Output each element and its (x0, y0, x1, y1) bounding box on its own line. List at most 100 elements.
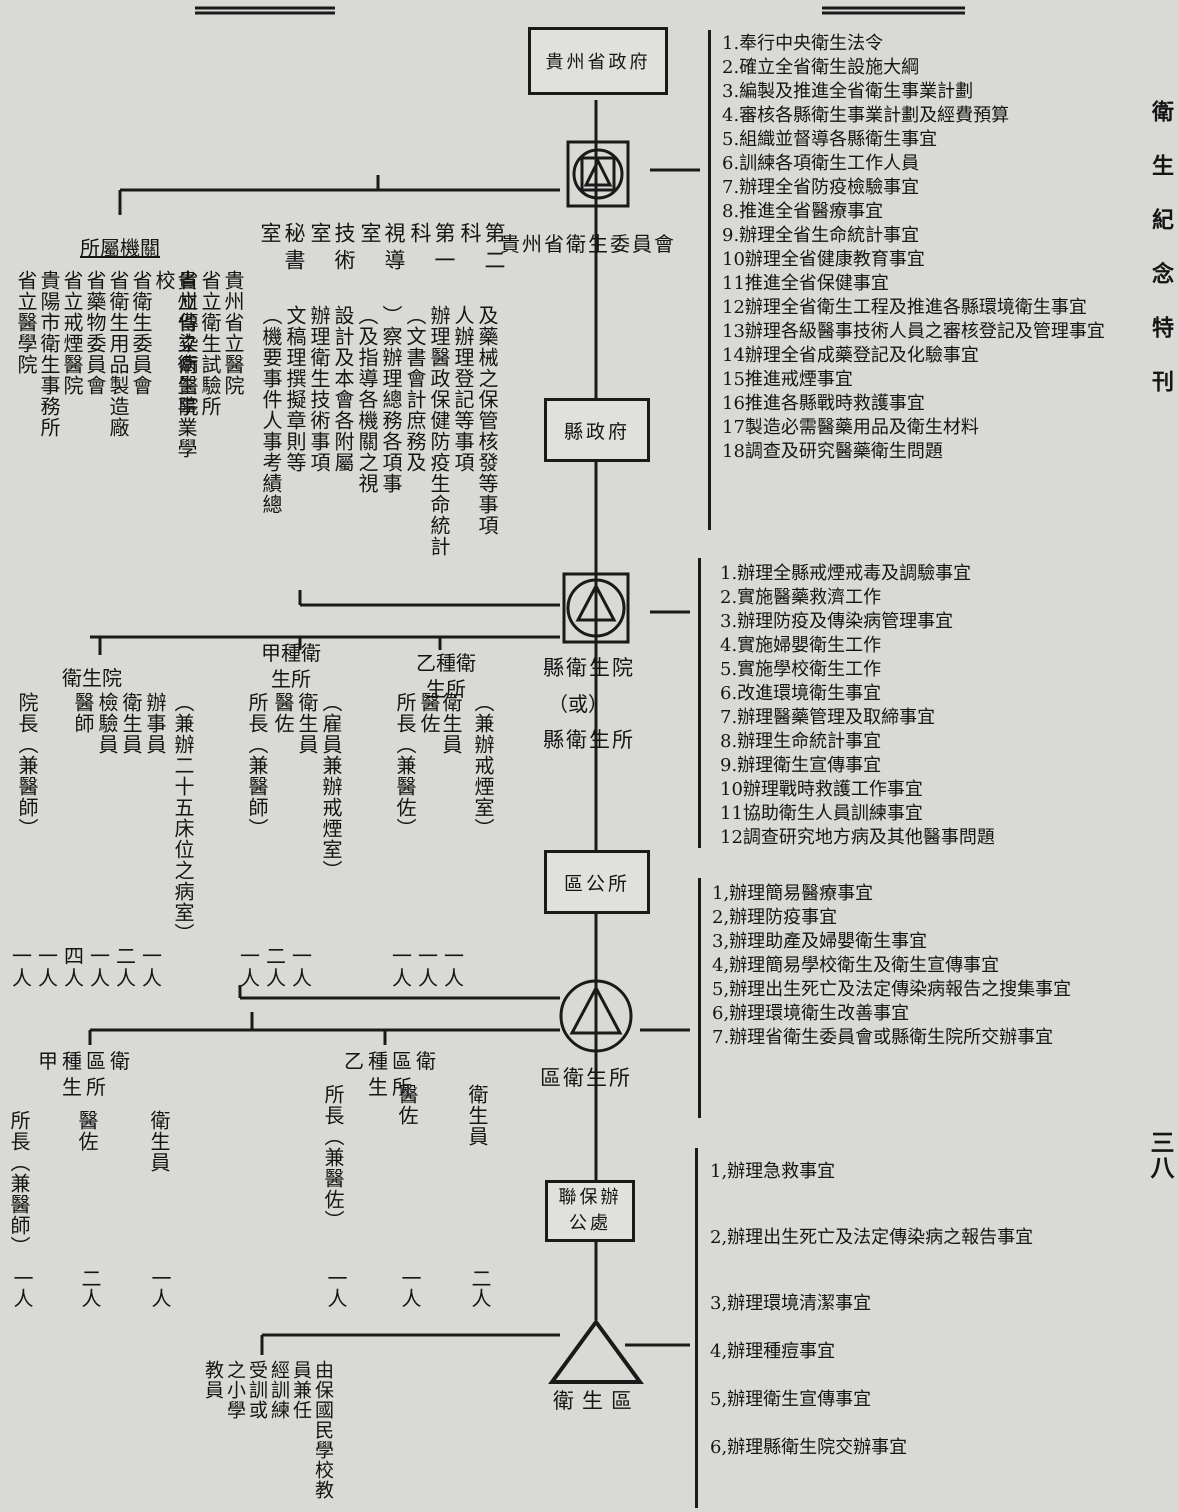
dept-duty-col: ）察辦理總務各項事 (379, 305, 403, 494)
staff-col: 所長（兼醫師） (245, 692, 269, 839)
duty-item: 4,辦理種痘事宜 (710, 1341, 836, 1362)
dept-duty-col: 辦理醫政保健防疫生命統計 (427, 305, 451, 557)
affiliated-col: 貴陽市衛生事務所 (37, 270, 61, 438)
duty-item: 7.辦理醫藥管理及取締事宜 (720, 707, 936, 728)
district-duties-list: 1,辦理簡易醫療事宜 2,辦理防疫事宜 3,辦理助產及婦嬰衛生事宜 4,辦理簡易… (712, 882, 1136, 1050)
dept-title: 秘書室 (258, 222, 306, 276)
district-class-a-title: 甲種區衛生所 (38, 1049, 134, 1099)
page-number: 三八 (1146, 1130, 1175, 1180)
duty-item: 11推進全省保健事宜 (722, 273, 889, 294)
staff-col: （兼辦二十五床位之病室） (171, 692, 195, 944)
duty-item: 4.實施婦嬰衛生工作 (720, 635, 882, 656)
county-class-b-staff: （兼辦戒煙室） 衛生員 醫佐 所長（兼醫佐） (392, 692, 502, 872)
dept-duty-col: 設計及本會各附屬 (331, 305, 355, 473)
staff-col: 衛生員 (439, 692, 463, 755)
duty-item: 15推進戒煙事宜 (722, 369, 853, 390)
note-col: 由保國民學校教員兼任 (290, 1360, 334, 1500)
district-class-b-staff: 衛生員 醫佐 所長（兼醫佐） (320, 1084, 490, 1264)
county-hospital-staff: （兼辦二十五床位之病室） 辦事員 衛生員 檢驗員 醫師 院長（兼醫師） (12, 692, 202, 944)
duty-item: 4,辦理簡易學校衛生及衛生宣傳事宜 (712, 955, 1000, 976)
affiliated-col: 省立戒煙醫院 (60, 270, 84, 396)
staff-col: （雇員兼辦戒煙室） (319, 692, 343, 881)
duty-item: 5.組織並督導各縣衛生事宜 (722, 129, 938, 150)
affiliated-title: 所屬機關 (80, 236, 160, 260)
county-duties-list: 1.辦理全縣戒煙戒毒及調驗事宜 2.實施醫藥救濟工作 3.辦理防疫及傳染病管理事… (720, 562, 1120, 850)
duty-item: 3,辦理助產及婦嬰衛生事宜 (712, 931, 928, 952)
dept-duty-col: 辦理衛生技術事項 (307, 305, 331, 473)
staff-col: 所長（兼醫佐） (393, 692, 417, 839)
county-hospital-symbol (562, 572, 630, 644)
health-post-symbol (548, 1318, 644, 1384)
duty-item: 14辦理全省成藥登記及化驗事宜 (722, 345, 979, 366)
staff-col: 醫佐 (395, 1084, 419, 1126)
affiliated-col: 省立傳染病醫院 (175, 270, 199, 417)
dept-title: 第一科 (408, 222, 456, 276)
duty-item: 8.辦理生命統計事宜 (720, 731, 882, 752)
duty-item: 8.推進全省醫療事宜 (722, 201, 884, 222)
duty-item: 3.辦理防疫及傳染病管理事宜 (720, 611, 954, 632)
district-station-label: 區衛生所 (540, 1066, 632, 1090)
dept-title: 視導室 (358, 222, 406, 276)
duty-item: 18調查及研究醫藥衛生問題 (722, 441, 943, 462)
provincial-committee-label: 貴州省衛生委員會 (500, 232, 676, 256)
or-label: （或） (548, 692, 608, 716)
staff-col: 所長（兼醫師） (7, 1110, 31, 1257)
district-a-count: 二人 (78, 1268, 102, 1308)
duty-item: 3.編製及推進全省衛生事業計劃 (722, 81, 974, 102)
duty-item: 1.辦理全縣戒煙戒毒及調驗事宜 (720, 563, 972, 584)
county-station-label: 縣衛生所 (543, 728, 635, 752)
note-col: 受訓或 (246, 1360, 268, 1420)
duty-item: 12辦理全省衛生工程及推進各縣環境衛生事宜 (722, 297, 1087, 318)
provincial-duties-bracket (708, 30, 711, 530)
staff-col: 衛生員 (119, 692, 143, 755)
dept-duty-col: 文稿理撰擬章則等 (283, 305, 307, 473)
district-class-a-staff: 衛生員 醫佐 所長（兼醫師） (6, 1110, 176, 1260)
duty-item: 2.實施醫藥救濟工作 (720, 587, 882, 608)
district-station-symbol (559, 979, 633, 1053)
staff-col: 醫師 (71, 692, 95, 734)
duty-item: 6,辦理環境衛生改善事宜 (712, 1003, 910, 1024)
health-post-note: 由保國民學校教員兼任 經訓練 受訓或 之小學 教員 (202, 1360, 334, 1500)
affiliated-col: 貴州省立醫院 (221, 270, 245, 396)
dept-title: 技術室 (308, 222, 356, 276)
duty-item: 2,辦理防疫事宜 (712, 907, 838, 928)
provincial-committee-symbol (566, 140, 630, 208)
county-hospital-label: 縣衛生院 (543, 656, 635, 680)
class-a-counts-unit: 人人人 (240, 966, 318, 990)
dept-duty-col: 及藥械之保管核發等事項 (475, 305, 499, 536)
district-a-count: 一人 (10, 1268, 34, 1308)
note-col: 之小學 (224, 1360, 246, 1420)
district-b-count: 二人 (468, 1268, 492, 1308)
county-class-a-title: 甲種衛生所 (261, 641, 321, 691)
affiliated-col: 貴州省立衛生事業學校 (152, 270, 198, 459)
health-post-label: 衛生區 (553, 1389, 640, 1413)
affiliated-col: 省立醫學院 (14, 270, 38, 375)
duty-item: 6.訓練各項衛生工作人員 (722, 153, 920, 174)
department-duties: 及藥械之保管核發等事項 人辦理登記等事項 辦理醫政保健防疫生命統計 （文書會計庶… (254, 305, 504, 595)
dept-duty-col: （及指導各機關之視 (355, 305, 379, 494)
district-b-count: 一人 (398, 1268, 422, 1308)
staff-col: 所長（兼醫佐） (321, 1084, 345, 1231)
staff-col: 衛生員 (147, 1110, 171, 1173)
affiliated-col: 省藥物委員會 (83, 270, 107, 396)
duty-item: 10辦理全省健康教育事宜 (722, 249, 925, 270)
provincial-government-box: 貴州省政府 (528, 27, 668, 95)
duty-item: 10辦理戰時救護工作事宜 (720, 779, 923, 800)
dept-title: 第二科 (458, 222, 506, 276)
county-class-b-title: 乙種衛生所 (416, 651, 476, 701)
duty-item: 2.確立全省衛生設施大綱 (722, 57, 920, 78)
dept-duty-col: 人辦理登記等事項 (451, 305, 475, 473)
duty-item: 1,辦理簡易醫療事宜 (712, 883, 874, 904)
duty-item: 16推進各縣戰時救護事宜 (722, 393, 925, 414)
district-class-b-title: 乙種區衛生所 (344, 1049, 440, 1099)
note-col: 經訓練 (268, 1360, 290, 1420)
class-b-counts-unit: 人人人 (392, 966, 470, 990)
county-hospital-title: 衛生院 (62, 666, 122, 690)
department-titles: 第二科 第一科 視導室 技術室 秘書室 (258, 222, 506, 292)
duty-item: 4.審核各縣衛生事業計劃及經費預算 (722, 105, 1010, 126)
duty-item: 1,辦理急救事宜 (710, 1161, 836, 1182)
dept-duty-col: （文書會計庶務及 (403, 305, 427, 473)
class-a-counts: 一二一 (240, 944, 318, 968)
duty-item: 12調查研究地方病及其他醫事問題 (720, 827, 995, 848)
